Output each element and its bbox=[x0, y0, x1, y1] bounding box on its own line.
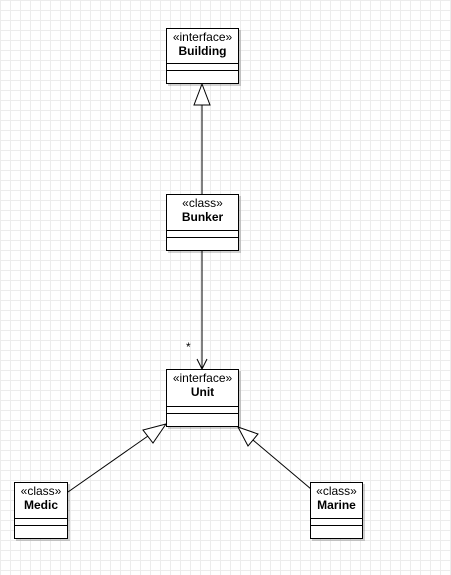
bunker-class-name: Bunker bbox=[181, 210, 224, 224]
building-class-name: Building bbox=[178, 44, 227, 58]
marine-unit-line[interactable] bbox=[252, 439, 312, 490]
building-class-header: «interface» Building bbox=[167, 29, 238, 64]
medic-unit-line[interactable] bbox=[67, 435, 149, 493]
bunker-attributes-compartment bbox=[167, 231, 238, 238]
building-realization-arrowhead bbox=[193, 82, 211, 106]
unit-multiplicity-label: * bbox=[186, 340, 191, 354]
marine-class-name: Marine bbox=[317, 498, 356, 512]
building-operations-compartment bbox=[167, 71, 238, 78]
unit-stereotype: «interface» bbox=[172, 371, 233, 385]
bunker-operations-compartment bbox=[167, 238, 238, 245]
medic-stereotype: «class» bbox=[20, 484, 62, 498]
medic-class[interactable]: «class» Medic bbox=[14, 482, 68, 539]
marine-class[interactable]: «class» Marine bbox=[310, 482, 363, 539]
unit-class-header: «interface» Unit bbox=[167, 370, 238, 407]
unit-class-name: Unit bbox=[190, 385, 215, 399]
bunker-class[interactable]: «class» Bunker bbox=[166, 194, 239, 251]
building-stereotype: «interface» bbox=[172, 30, 233, 44]
unit-class[interactable]: «interface» Unit bbox=[166, 369, 239, 427]
bunker-class-header: «class» Bunker bbox=[167, 195, 238, 231]
marine-stereotype: «class» bbox=[316, 484, 357, 498]
marine-class-header: «class» Marine bbox=[311, 483, 362, 519]
medic-attributes-compartment bbox=[15, 519, 67, 526]
unit-operations-compartment bbox=[167, 414, 238, 421]
marine-attributes-compartment bbox=[311, 519, 362, 526]
medic-class-name: Medic bbox=[23, 498, 58, 512]
building-attributes-compartment bbox=[167, 64, 238, 71]
marine-realization-arrowhead bbox=[236, 426, 259, 447]
unit-attributes-compartment bbox=[167, 407, 238, 414]
building-class[interactable]: «interface» Building bbox=[166, 28, 239, 84]
medic-realization-arrowhead bbox=[142, 423, 168, 444]
medic-operations-compartment bbox=[15, 526, 67, 533]
bunker-stereotype: «class» bbox=[182, 196, 223, 210]
marine-operations-compartment bbox=[311, 526, 362, 533]
medic-class-header: «class» Medic bbox=[15, 483, 67, 519]
